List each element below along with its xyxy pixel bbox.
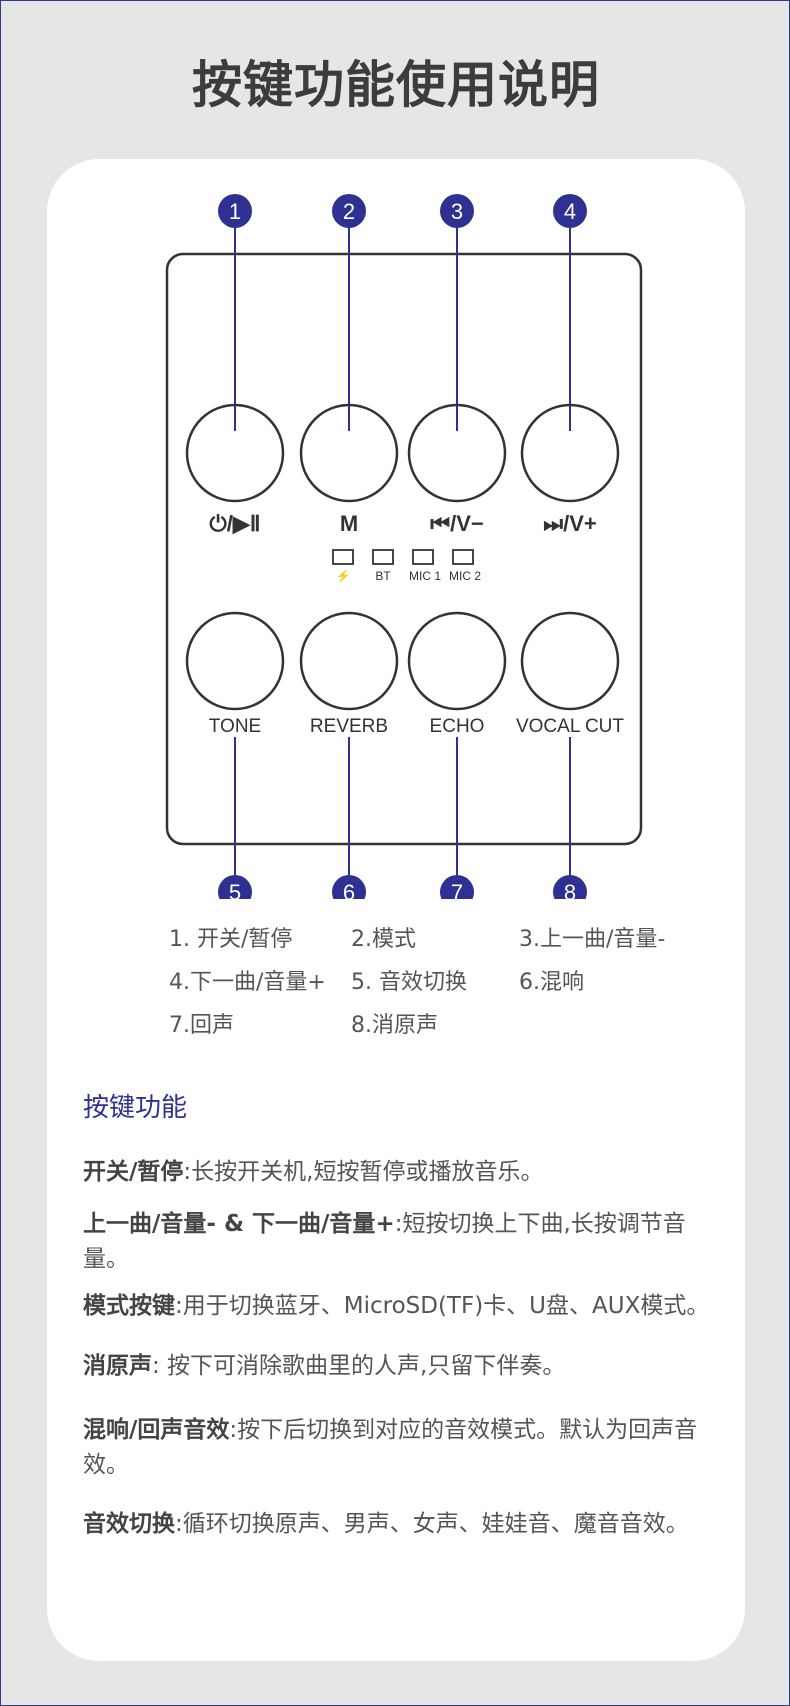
description-text: :短按切换上下曲,长按调节音量。: [83, 1211, 686, 1272]
mic2-indicator-label: MIC 2: [449, 569, 481, 583]
callout-1-number: 1: [229, 199, 241, 224]
legend-item: 4.下一曲/音量+: [169, 970, 326, 995]
callout-8-number: 8: [564, 880, 576, 899]
callout-3-number: 3: [451, 199, 463, 224]
echo-knob: [407, 611, 507, 711]
callout-5: [218, 875, 252, 899]
instruction-card: ⏻/▶Ⅱ M ⏮/V− ⏭/V+ ⚡ BT MIC 1 MIC 2 TONE: [47, 159, 745, 1661]
tone-knob: [185, 611, 285, 711]
callout-6: [332, 875, 366, 899]
legend-item: 1. 开关/暂停: [169, 927, 293, 952]
legend-item: 3.上一曲/音量-: [519, 927, 666, 952]
callout-6-number: 6: [343, 880, 355, 899]
mode-label: M: [340, 511, 358, 536]
control-panel-diagram: ⏻/▶Ⅱ M ⏮/V− ⏭/V+ ⚡ BT MIC 1 MIC 2 TONE: [165, 194, 643, 899]
description-text: :按下后切换到对应的音效模式。默认为回声音效。: [83, 1417, 698, 1478]
reverb-label: REVERB: [310, 716, 388, 737]
vocal-cut-knob: [520, 611, 620, 711]
vocal-cut-label: VOCAL CUT: [516, 716, 624, 737]
description-power: 开关/暂停:长按开关机,短按暂停或播放音乐。: [83, 1155, 723, 1190]
panel-outline: [165, 252, 643, 846]
mic1-indicator: [412, 549, 434, 565]
mic1-indicator-label: MIC 1: [409, 569, 441, 583]
description-term: 混响/回声音效: [83, 1417, 230, 1443]
charge-indicator-label: ⚡: [336, 569, 351, 583]
callout-2: [332, 194, 366, 228]
mic2-indicator: [452, 549, 474, 565]
legend-item: 2.模式: [351, 927, 416, 952]
description-reverb-echo: 混响/回声音效:按下后切换到对应的音效模式。默认为回声音效。: [83, 1413, 723, 1483]
description-text: :长按开关机,短按暂停或播放音乐。: [183, 1159, 544, 1185]
power-play-label: ⏻/▶Ⅱ: [209, 511, 260, 536]
callout-1: [218, 194, 252, 228]
description-text: :循环切换原声、男声、女声、娃娃音、魔音音效。: [175, 1511, 689, 1537]
description-term: 音效切换: [83, 1511, 175, 1537]
section-title: 按键功能: [83, 1093, 188, 1123]
next-volume-up-button: [520, 403, 620, 503]
description-term: 消原声: [83, 1353, 152, 1379]
page-title: 按键功能使用说明: [192, 56, 600, 114]
callout-2-number: 2: [343, 199, 355, 224]
description-track-volume: 上一曲/音量- & 下一曲/音量+:短按切换上下曲,长按调节音量。: [83, 1207, 723, 1277]
bt-indicator-label: BT: [375, 569, 391, 583]
description-mode: 模式按键:用于切换蓝牙、MicroSD(TF)卡、U盘、AUX模式。: [83, 1289, 723, 1324]
reverb-knob: [299, 611, 399, 711]
description-text: :用于切换蓝牙、MicroSD(TF)卡、U盘、AUX模式。: [175, 1293, 710, 1319]
button-legend: 1. 开关/暂停 2.模式 3.上一曲/音量- 4.下一曲/音量+ 5. 音效切…: [169, 927, 709, 1038]
description-term: 开关/暂停: [83, 1159, 184, 1185]
description-tone: 音效切换:循环切换原声、男声、女声、娃娃音、魔音音效。: [83, 1507, 723, 1542]
callout-7: [440, 875, 474, 899]
description-text: : 按下可消除歌曲里的人声,只留下伴奏。: [152, 1353, 566, 1379]
legend-item: 6.混响: [519, 970, 584, 995]
echo-label: ECHO: [430, 716, 485, 737]
bt-indicator: [372, 549, 394, 565]
tone-label: TONE: [209, 716, 261, 737]
callout-3: [440, 194, 474, 228]
prev-volume-down-button: [407, 403, 507, 503]
mode-button: [299, 403, 399, 503]
callout-7-number: 7: [451, 880, 463, 899]
callout-5-number: 5: [229, 880, 241, 899]
power-play-button: [185, 403, 285, 503]
description-term: 模式按键: [83, 1293, 175, 1319]
charge-indicator: [332, 549, 354, 565]
description-term: 上一曲/音量- & 下一曲/音量+: [83, 1211, 395, 1237]
next-volume-up-label: ⏭/V+: [543, 511, 596, 536]
callout-4-number: 4: [564, 199, 576, 224]
legend-item: 8.消原声: [351, 1013, 438, 1038]
legend-item: 7.回声: [169, 1013, 234, 1038]
description-vocal-cut: 消原声: 按下可消除歌曲里的人声,只留下伴奏。: [83, 1349, 723, 1384]
legend-item: 5. 音效切换: [351, 970, 467, 995]
prev-volume-down-label: ⏮/V−: [430, 511, 483, 536]
callout-8: [553, 875, 587, 899]
callout-4: [553, 194, 587, 228]
